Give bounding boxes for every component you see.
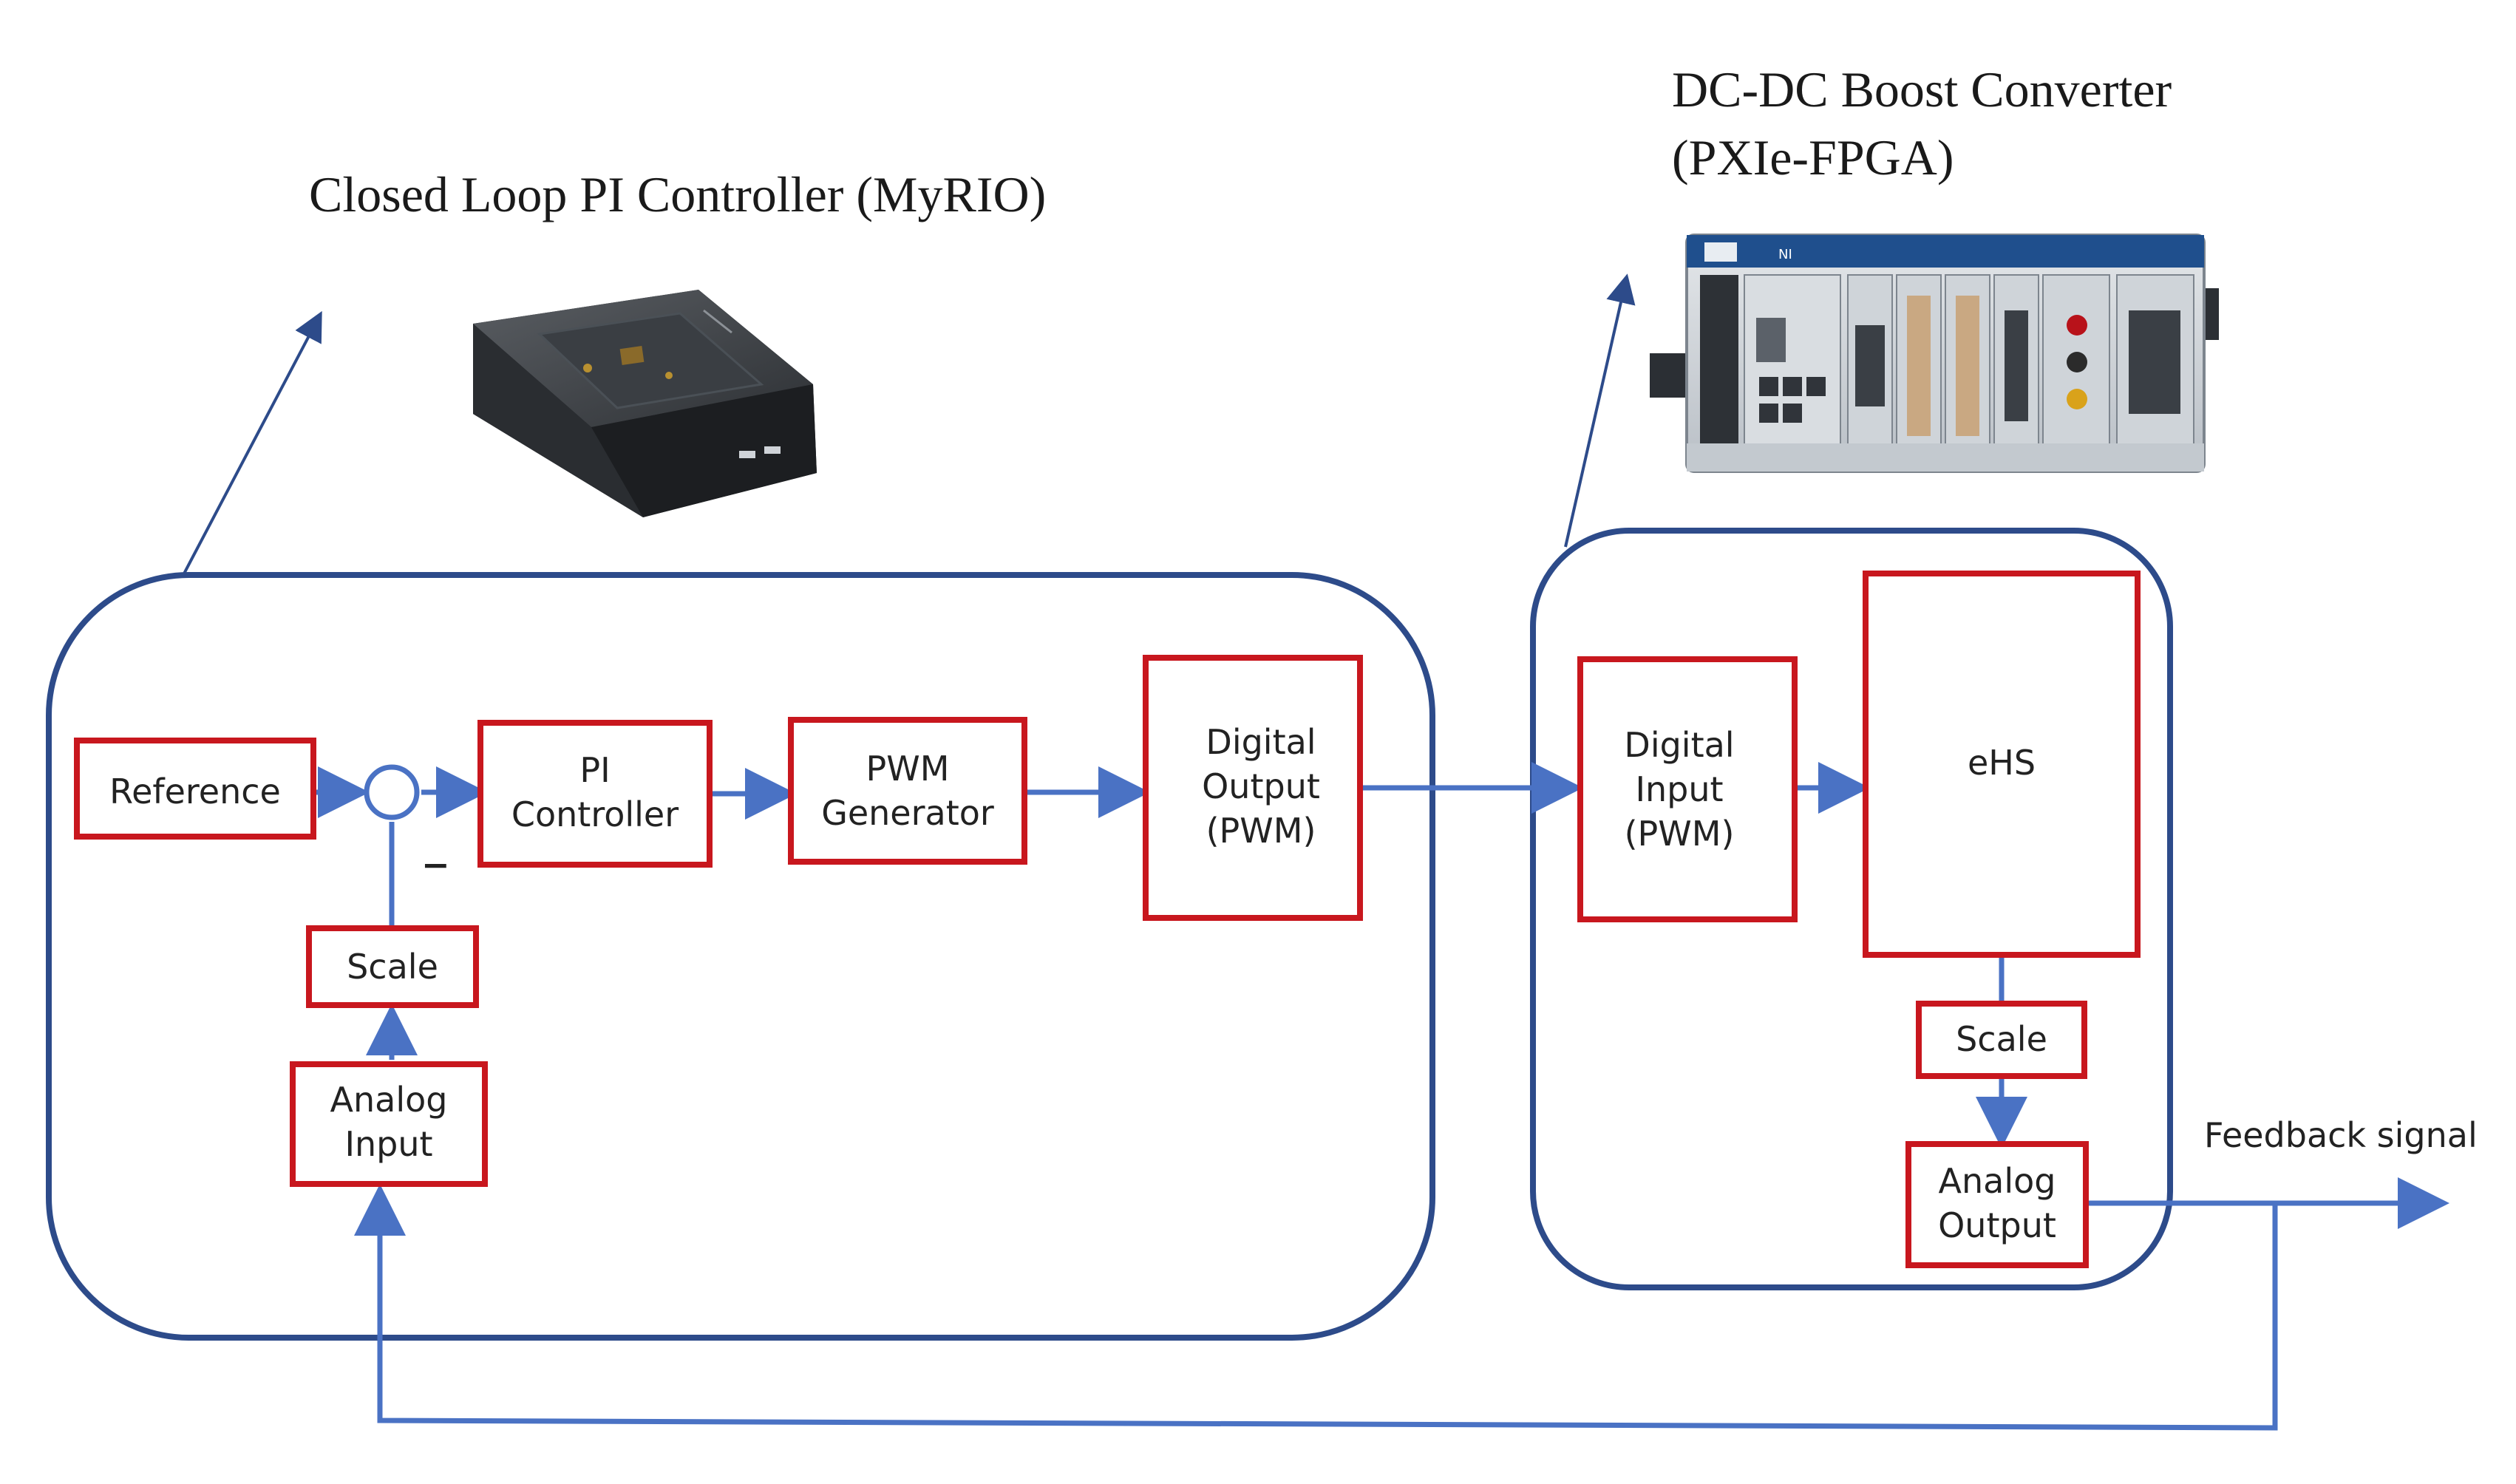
myrio-title: Closed Loop PI Controller (MyRIO) — [309, 166, 1046, 222]
block-pi-controller-line2: Controller — [511, 794, 679, 834]
myrio-pointer-arrow — [182, 310, 322, 576]
block-scale-left: Scale — [306, 925, 479, 1008]
block-scale-left-label: Scale — [347, 947, 438, 987]
block-scale-right: Scale — [1916, 1001, 2087, 1079]
block-analog-input-line2: Input — [344, 1124, 432, 1164]
feedback-signal-label: Feedback signal — [2204, 1115, 2478, 1155]
feedback-return-line — [354, 1184, 2278, 1431]
block-digital-output-line2: Output — [1202, 766, 1320, 806]
minus-sign: − — [421, 845, 450, 885]
pxie-pointer-arrow — [1564, 273, 1636, 548]
block-pwm-generator-line1: PWM — [866, 749, 950, 789]
pxie-chassis-image: NI — [1650, 234, 2219, 473]
block-digital-input-line1: Digital — [1624, 725, 1734, 765]
block-scale-right-label: Scale — [1956, 1019, 2047, 1059]
block-pwm-generator-line2: Generator — [821, 793, 994, 833]
block-pwm-generator: PWM Generator — [788, 717, 1027, 865]
block-pi-controller-line1: PI — [579, 750, 610, 790]
block-analog-output-line2: Output — [1938, 1205, 2056, 1245]
block-digital-output-line1: Digital — [1206, 722, 1316, 762]
summing-junction — [364, 764, 420, 820]
block-digital-input: Digital Input (PWM) — [1577, 656, 1798, 922]
block-ehs: eHS — [1863, 571, 2141, 958]
block-digital-input-line2: Input — [1635, 769, 1723, 809]
block-analog-output-line1: Analog — [1939, 1161, 2056, 1201]
block-digital-output: Digital Output (PWM) — [1143, 655, 1363, 921]
pxie-container — [1530, 528, 2173, 1290]
myrio-container — [46, 572, 1435, 1341]
block-digital-output-line3: (PWM) — [1206, 811, 1316, 851]
block-analog-output: Analog Output — [1905, 1141, 2089, 1268]
block-analog-input-line1: Analog — [330, 1080, 448, 1120]
block-reference: Reference — [74, 738, 316, 840]
block-digital-input-line3: (PWM) — [1625, 814, 1735, 854]
pxie-title-line2: (PXIe-FPGA) — [1672, 129, 1954, 186]
myrio-device-image — [473, 290, 817, 517]
svg-text:NI: NI — [1778, 247, 1792, 262]
block-analog-input: Analog Input — [290, 1061, 488, 1187]
block-ehs-label: eHS — [1968, 743, 2036, 783]
block-reference-label: Reference — [109, 772, 281, 811]
pxie-title-line1: DC-DC Boost Converter — [1672, 61, 2172, 118]
block-pi-controller: PI Controller — [477, 720, 713, 868]
